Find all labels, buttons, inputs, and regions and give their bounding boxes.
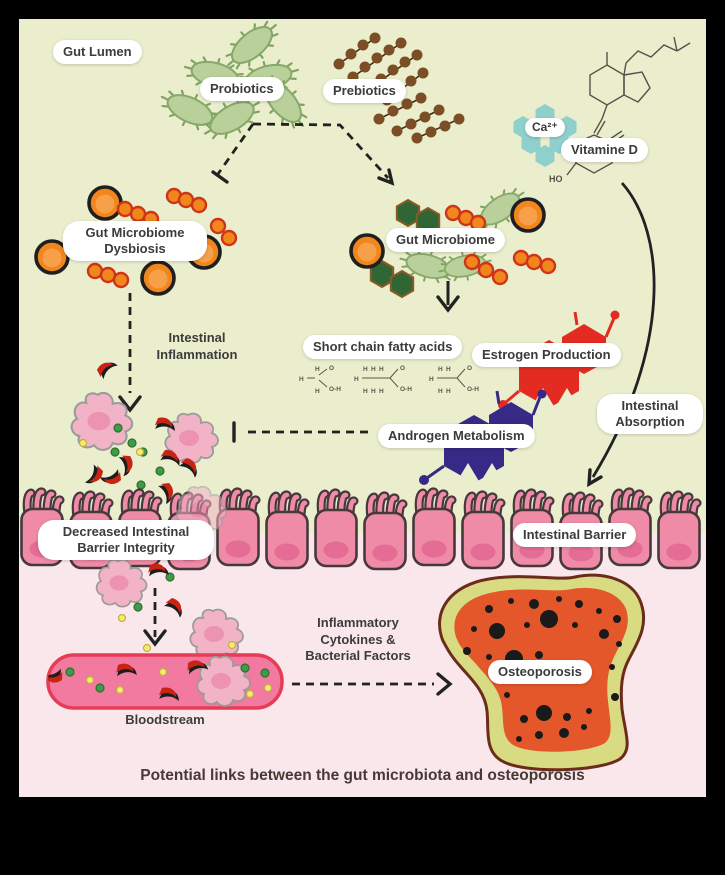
ho-label: HO [549, 174, 563, 184]
svg-text:H: H [354, 376, 359, 383]
svg-text:H: H [429, 376, 434, 383]
svg-text:H: H [363, 366, 368, 373]
bacterial-fragment [79, 462, 106, 488]
label-decreased-barrier-integrity: Decreased Intestinal Barrier Integrity [38, 520, 214, 560]
svg-text:H: H [315, 366, 320, 373]
note-intestinal-inflammation: Intestinal Inflammation [156, 330, 238, 362]
svg-text:O-H: O-H [329, 386, 341, 393]
note-bloodstream: Bloodstream [125, 712, 205, 727]
scfa-structures: H H H O O-H H H H H H H H O O-H H [299, 365, 479, 395]
svg-text:H: H [379, 388, 384, 395]
scfa-butyrate: H H H H H H H O O-H [354, 365, 412, 395]
arrow-probiotics-inhibit-dysbiosis [211, 123, 255, 184]
svg-text:O: O [329, 365, 334, 372]
arrow-androgen-inhibit [232, 421, 368, 443]
arrow-into-bloodstream [143, 588, 167, 647]
label-gut-microbiome-dysbiosis: Gut Microbiome Dysbiosis [63, 221, 207, 261]
immune-cell [189, 608, 244, 660]
svg-text:O-H: O-H [467, 386, 479, 393]
label-androgen-metabolism: Androgen Metabolism [378, 424, 535, 448]
label-osteoporosis: Osteoporosis [488, 660, 592, 684]
arrow-dysbiosis-to-inflammation [118, 293, 142, 413]
inflammation-zone [70, 359, 219, 504]
arrow-to-osteoporosis [292, 672, 453, 696]
label-estrogen-production: Estrogen Production [472, 343, 621, 367]
label-calcium: Ca²⁺ [525, 118, 565, 137]
svg-text:H: H [379, 366, 384, 373]
label-prebiotics: Prebiotics [323, 79, 406, 103]
label-probiotics: Probiotics [200, 77, 284, 101]
vitamin-d-structure: HO [549, 36, 691, 184]
bacterial-fragment [95, 359, 121, 381]
arrow-probiotics-to-microbiome [252, 122, 395, 186]
scfa-acetate: H H H O O-H [299, 365, 341, 395]
label-intestinal-barrier: Intestinal Barrier [513, 523, 637, 547]
arrow-microbiome-down [436, 281, 460, 313]
svg-text:O: O [400, 365, 405, 372]
svg-text:H: H [371, 366, 376, 373]
translocation-zone [95, 558, 244, 660]
svg-text:O-H: O-H [400, 386, 412, 393]
label-short-chain-fatty-acids: Short chain fatty acids [303, 335, 463, 359]
svg-text:O: O [467, 365, 472, 372]
bloodstream-vessel [46, 653, 284, 710]
svg-text:H: H [446, 388, 451, 395]
bacterial-fragment [162, 595, 186, 622]
bacterial-fragment [100, 469, 121, 485]
label-gut-lumen: Gut Lumen [53, 40, 142, 64]
svg-text:H: H [299, 376, 304, 383]
note-inflammatory-cytokines: Inflammatory Cytokines & Bacterial Facto… [305, 615, 411, 664]
label-gut-microbiome: Gut Microbiome [386, 228, 505, 252]
label-intestinal-absorption: Intestinal Absorption [597, 394, 703, 434]
svg-text:H: H [438, 366, 443, 373]
figure-caption: Potential links between the gut microbio… [140, 767, 585, 784]
label-vitamine-d: Vitamine D [561, 138, 648, 162]
svg-text:H: H [438, 388, 443, 395]
svg-text:H: H [446, 366, 451, 373]
svg-text:H: H [363, 388, 368, 395]
diagram-canvas: HO H H H O O-H H H H H H H [19, 19, 706, 797]
scfa-propionate: H H H H H O O-H [429, 365, 479, 395]
svg-text:H: H [371, 388, 376, 395]
svg-text:H: H [315, 388, 320, 395]
